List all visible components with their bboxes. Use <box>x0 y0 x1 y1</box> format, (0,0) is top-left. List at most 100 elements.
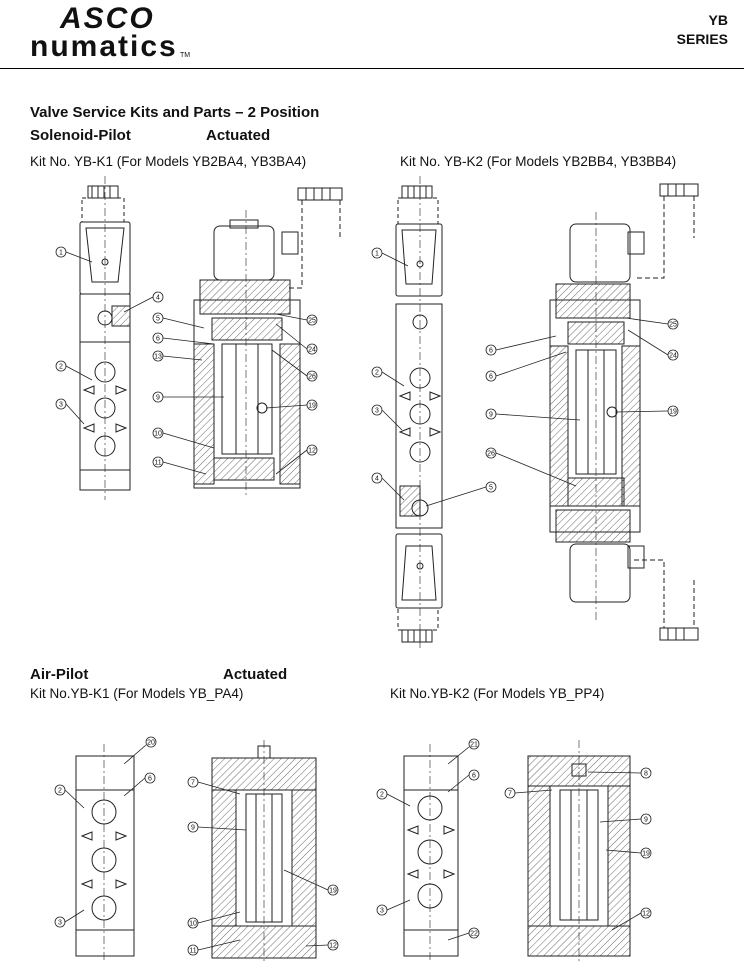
solenoid-heading-actuated: Actuated <box>206 127 271 144</box>
air-pilot-heading-actuated: Actuated <box>223 666 288 683</box>
svg-text:8: 8 <box>644 771 648 778</box>
callout-k1a-20: 20 <box>124 737 156 764</box>
callout-k1s-24: 24 <box>276 324 317 354</box>
svg-text:22: 22 <box>470 931 478 938</box>
svg-text:7: 7 <box>191 780 195 787</box>
callout-k2a-7: 7 <box>505 788 552 798</box>
callout-k2s-25: 25 <box>626 318 678 329</box>
part-callouts: 1 2 3 4 5 6 13 9 10 11 25 24 26 19 12 1 … <box>55 247 678 955</box>
svg-text:2: 2 <box>375 370 379 377</box>
svg-text:25: 25 <box>308 318 316 325</box>
svg-text:20: 20 <box>147 740 155 747</box>
callout-k2s-4: 4 <box>372 473 404 500</box>
callout-k1a-19: 19 <box>284 870 338 895</box>
svg-text:21: 21 <box>470 742 478 749</box>
svg-text:25: 25 <box>669 322 677 329</box>
callout-k1s-6: 6 <box>153 333 214 344</box>
callout-k2s-19: 19 <box>616 406 678 416</box>
callout-k2a-3: 3 <box>377 900 410 915</box>
drawing-air-k1-section <box>212 740 316 962</box>
callout-k1s-19: 19 <box>266 400 317 410</box>
callout-k1s-5: 5 <box>153 313 204 328</box>
header-divider <box>0 68 744 69</box>
callout-k2s-3: 3 <box>372 405 402 430</box>
callout-k1s-9: 9 <box>153 392 224 402</box>
drawing-solenoid-k1-front <box>80 176 130 500</box>
callout-k2s-24: 24 <box>628 330 678 360</box>
callout-k2s-5: 5 <box>426 482 496 506</box>
svg-text:12: 12 <box>642 911 650 918</box>
svg-text:6: 6 <box>472 773 476 780</box>
svg-text:12: 12 <box>329 943 337 950</box>
svg-text:19: 19 <box>329 888 337 895</box>
kit-yb-k2-solenoid-label: Kit No. YB-K2 (For Models YB2BB4, YB3BB4… <box>400 154 677 169</box>
svg-text:1: 1 <box>375 251 379 258</box>
brand-logo-numatics: numatics <box>30 30 178 63</box>
series-code: YB <box>708 12 728 28</box>
svg-text:9: 9 <box>156 395 160 402</box>
solenoid-heading: Solenoid-Pilot <box>30 127 131 144</box>
callout-k1s-10: 10 <box>153 428 214 448</box>
callout-k1s-26: 26 <box>272 350 317 381</box>
callout-k1a-9: 9 <box>188 822 246 832</box>
svg-text:13: 13 <box>154 354 162 361</box>
drawing-solenoid-k2-front <box>396 176 442 648</box>
svg-text:2: 2 <box>380 792 384 799</box>
kit-yb-k1-solenoid-label: Kit No. YB-K1 (For Models YB2BA4, YB3BA4… <box>30 154 307 169</box>
callout-k2a-21: 21 <box>448 739 479 764</box>
svg-text:11: 11 <box>154 460 161 467</box>
drawing-air-k2-front <box>404 744 458 962</box>
callout-k2s-6b: 6 <box>486 352 566 381</box>
svg-text:26: 26 <box>487 451 495 458</box>
svg-text:1: 1 <box>59 250 63 257</box>
callout-k1a-7: 7 <box>188 777 240 794</box>
callout-k1s-4: 4 <box>124 292 163 312</box>
drawing-solenoid-k2-section <box>550 184 698 640</box>
callout-k1s-11: 11 <box>153 457 206 474</box>
svg-text:11: 11 <box>189 948 196 955</box>
callout-k1s-13: 13 <box>153 351 202 361</box>
svg-text:6: 6 <box>156 336 160 343</box>
callout-k2s-1: 1 <box>372 248 408 266</box>
svg-text:26: 26 <box>308 374 316 381</box>
svg-text:24: 24 <box>308 347 316 354</box>
svg-text:5: 5 <box>489 485 493 492</box>
air-pilot-heading: Air-Pilot <box>30 666 89 683</box>
callout-k1s-25: 25 <box>276 314 317 325</box>
callout-k2a-9: 9 <box>600 814 651 824</box>
svg-text:10: 10 <box>189 921 197 928</box>
svg-text:4: 4 <box>156 295 160 302</box>
callout-k2a-19: 19 <box>606 848 651 858</box>
callout-k1s-2: 2 <box>56 361 92 380</box>
kit-yb-k1-air-label: Kit No.YB-K1 (For Models YB_PA4) <box>30 686 244 701</box>
svg-text:5: 5 <box>156 316 160 323</box>
svg-text:6: 6 <box>148 776 152 783</box>
kit-yb-k2-air-label: Kit No.YB-K2 (For Models YB_PP4) <box>390 686 605 701</box>
callout-k1s-3: 3 <box>56 399 84 424</box>
callout-k2s-2: 2 <box>372 367 404 386</box>
brand-logo-asco: ASCO <box>60 2 155 35</box>
svg-text:9: 9 <box>489 412 493 419</box>
callout-k2a-8: 8 <box>588 768 651 778</box>
callout-k1a-12: 12 <box>306 940 338 950</box>
svg-text:9: 9 <box>191 825 195 832</box>
page-title: Valve Service Kits and Parts – 2 Positio… <box>30 104 320 121</box>
svg-text:9: 9 <box>644 817 648 824</box>
callout-k1a-2: 2 <box>55 785 84 808</box>
svg-text:3: 3 <box>375 408 379 415</box>
callout-k1a-3: 3 <box>55 910 84 927</box>
callout-k1a-11: 11 <box>188 940 240 955</box>
callout-k1s-1: 1 <box>56 247 92 262</box>
trademark-mark: TM <box>180 52 191 59</box>
svg-text:7: 7 <box>508 791 512 798</box>
series-word: SERIES <box>676 31 728 47</box>
svg-text:12: 12 <box>308 448 316 455</box>
svg-text:19: 19 <box>669 409 677 416</box>
callout-k2a-22: 22 <box>448 928 479 940</box>
svg-text:19: 19 <box>308 403 316 410</box>
svg-text:4: 4 <box>375 476 379 483</box>
drawing-solenoid-k1-section <box>194 188 342 496</box>
callout-k2a-6: 6 <box>448 770 479 792</box>
svg-text:10: 10 <box>154 431 162 438</box>
svg-text:2: 2 <box>59 364 63 371</box>
